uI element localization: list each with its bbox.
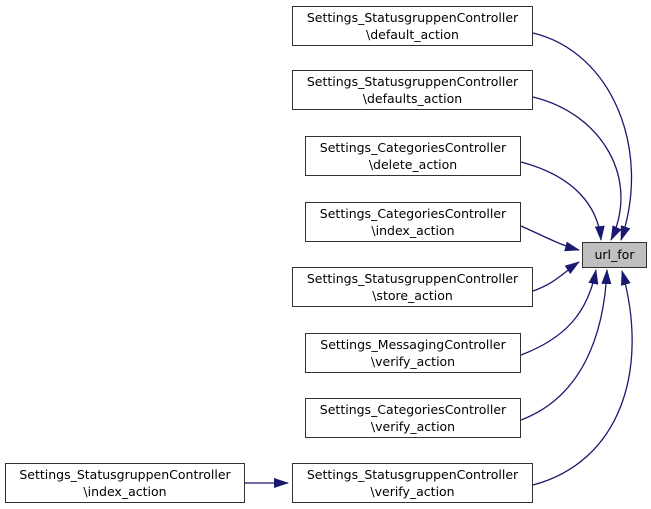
node-categories-verify-action[interactable]: Settings_CategoriesController \verify_ac… — [305, 398, 521, 438]
node-label-action: \delete_action — [368, 157, 458, 172]
node-label-action: \defaults_action — [362, 91, 463, 106]
node-url-for[interactable]: url_for — [582, 242, 647, 268]
node-label-action: \index_action — [83, 484, 167, 499]
node-label-controller: Settings_MessagingController — [320, 336, 506, 352]
node-label-controller: Settings_StatusgruppenController — [19, 466, 231, 482]
node-label-controller: Settings_CategoriesController — [319, 205, 507, 221]
node-label-controller: Settings_StatusgruppenController — [306, 466, 519, 482]
edge-default-action-to-url-for — [532, 32, 633, 241]
edge-statusgruppen-verify-action-to-url-for — [532, 270, 633, 486]
node-categories-delete-action[interactable]: Settings_CategoriesController \delete_ac… — [305, 136, 521, 176]
edge-categories-index-action-to-url-for — [520, 225, 580, 252]
node-label-action: \verify_action — [370, 419, 456, 434]
node-label-controller: Settings_StatusgruppenController — [306, 73, 519, 89]
edge-store-action-to-url-for — [532, 261, 580, 292]
node-label-action: \default_action — [366, 27, 459, 42]
node-label-controller: Settings_StatusgruppenController — [306, 270, 519, 286]
node-label-controller: Settings_StatusgruppenController — [306, 9, 519, 25]
node-label-action: \verify_action — [370, 354, 456, 369]
node-label: url_for — [594, 247, 635, 263]
node-label-controller: Settings_CategoriesController — [319, 139, 507, 155]
node-statusgruppen-default-action[interactable]: Settings_StatusgruppenController \defaul… — [292, 6, 533, 46]
node-messaging-verify-action[interactable]: Settings_MessagingController \verify_act… — [305, 333, 521, 373]
node-label-action: \store_action — [372, 288, 453, 303]
edge-messaging-verify-action-to-url-for — [520, 269, 599, 356]
node-statusgruppen-index-action[interactable]: Settings_StatusgruppenController \index_… — [5, 463, 245, 503]
node-statusgruppen-verify-action[interactable]: Settings_StatusgruppenController \verify… — [292, 463, 533, 503]
edge-defaults-action-to-url-for — [532, 96, 622, 241]
node-label-controller: Settings_CategoriesController — [319, 401, 507, 417]
edge-delete-action-to-url-for — [520, 161, 605, 241]
node-label-action: \verify_action — [370, 484, 455, 499]
node-statusgruppen-store-action[interactable]: Settings_StatusgruppenController \store_… — [292, 267, 533, 307]
node-label-action: \index_action — [371, 223, 455, 238]
edge-categories-verify-action-to-url-for — [520, 269, 612, 421]
node-categories-index-action[interactable]: Settings_CategoriesController \index_act… — [305, 202, 521, 242]
node-statusgruppen-defaults-action[interactable]: Settings_StatusgruppenController \defaul… — [292, 70, 533, 110]
